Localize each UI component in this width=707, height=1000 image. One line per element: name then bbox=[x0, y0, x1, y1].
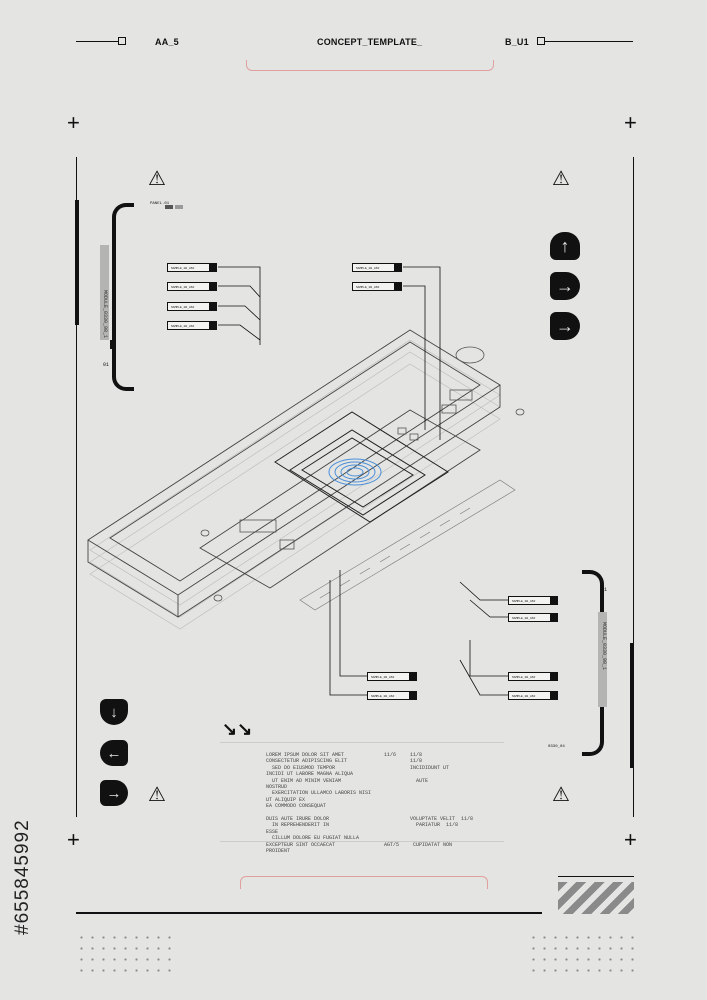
right-panel-strip bbox=[598, 612, 607, 707]
left-panel-chip-light bbox=[175, 205, 183, 209]
right-arrow-icon[interactable]: → bbox=[550, 272, 580, 300]
frame-left-line bbox=[76, 157, 77, 817]
up-arrow-icon[interactable]: ↑ bbox=[550, 232, 580, 260]
left-bracket bbox=[112, 203, 134, 391]
crosshair-bottom-right: + bbox=[624, 827, 637, 852]
text-block-left: LOREM IPSUM DOLOR SIT AMET CONSECTETUR A… bbox=[266, 752, 372, 855]
right-arrow-icon[interactable]: → bbox=[100, 780, 128, 806]
right-panel-code: 0330_04 bbox=[548, 745, 565, 749]
crosshair-top-right: + bbox=[624, 110, 637, 135]
callout-label: SAMPLE_00_ASF bbox=[508, 672, 558, 681]
left-arrow-icon[interactable]: ← bbox=[100, 740, 128, 766]
warning-icon: ⚠ bbox=[148, 168, 166, 190]
hazard-stripes bbox=[558, 882, 634, 914]
frame-left-bar bbox=[75, 200, 79, 325]
left-panel-tick bbox=[110, 340, 112, 349]
right-panel-index: 01 bbox=[601, 587, 608, 593]
header-title: CONCEPT_TEMPLATE_ bbox=[317, 37, 423, 47]
red-accent-bottom bbox=[240, 876, 488, 889]
frame-right-line bbox=[633, 157, 634, 817]
callout-label: SAMPLE_00_ASF bbox=[352, 282, 402, 291]
text-block-right: 11/8 11/8 INCIDIDUNT UT AUTE VOLUPTATE V… bbox=[410, 752, 474, 848]
crosshair-top-left: + bbox=[67, 110, 80, 135]
text-block-frame bbox=[220, 742, 504, 842]
top-line-left bbox=[76, 41, 118, 42]
text-block-mid: 11/6 AGT/5 bbox=[384, 752, 400, 848]
warning-icon: ⚠ bbox=[148, 784, 166, 806]
right-arrow-icon[interactable]: → bbox=[550, 312, 580, 340]
left-panel-index: 01 bbox=[103, 362, 110, 368]
left-panel-strip bbox=[100, 245, 109, 340]
callout-label: SAMPLE_00_ASF bbox=[167, 263, 217, 272]
callout-label: SAMPLE_00_ASF bbox=[352, 263, 402, 272]
top-line-right bbox=[545, 41, 633, 42]
header-left-code: AA_5 bbox=[155, 37, 179, 47]
red-accent-top bbox=[246, 60, 494, 71]
dot-grid-left bbox=[76, 932, 176, 972]
dot-grid-right bbox=[528, 932, 634, 972]
warning-icon: ⚠ bbox=[552, 784, 570, 806]
isometric-device-drawing bbox=[87, 329, 525, 630]
left-panel-code: PANEL.01 bbox=[150, 202, 170, 206]
callout-label: SAMPLE_00_ASF bbox=[167, 321, 217, 330]
frame-right-bar bbox=[630, 643, 634, 768]
callout-label: SAMPLE_00_ASF bbox=[508, 596, 558, 605]
header-right-code: B_U1 bbox=[505, 37, 529, 47]
left-panel-chip-dark bbox=[165, 205, 173, 209]
hazard-stripes-top-line bbox=[558, 876, 634, 877]
callout-label: SAMPLE_00_ASF bbox=[167, 282, 217, 291]
stock-id-stamp: #655845992 bbox=[12, 819, 33, 935]
bottom-line bbox=[76, 912, 542, 914]
crosshair-bottom-left: + bbox=[67, 827, 80, 852]
callout-label: SAMPLE_00_ASF bbox=[367, 672, 417, 681]
callout-label: SAMPLE_00_ASF bbox=[167, 302, 217, 311]
callout-label: SAMPLE_00_ASF bbox=[367, 691, 417, 700]
callout-label: SAMPLE_00_ASF bbox=[508, 691, 558, 700]
top-square-right bbox=[537, 37, 545, 45]
double-arrow-icon: ↘↘ bbox=[222, 719, 253, 739]
top-square-left bbox=[118, 37, 126, 45]
down-arrow-icon[interactable]: ↓ bbox=[100, 699, 128, 725]
warning-icon: ⚠ bbox=[552, 168, 570, 190]
callout-label: SAMPLE_00_ASF bbox=[508, 613, 558, 622]
